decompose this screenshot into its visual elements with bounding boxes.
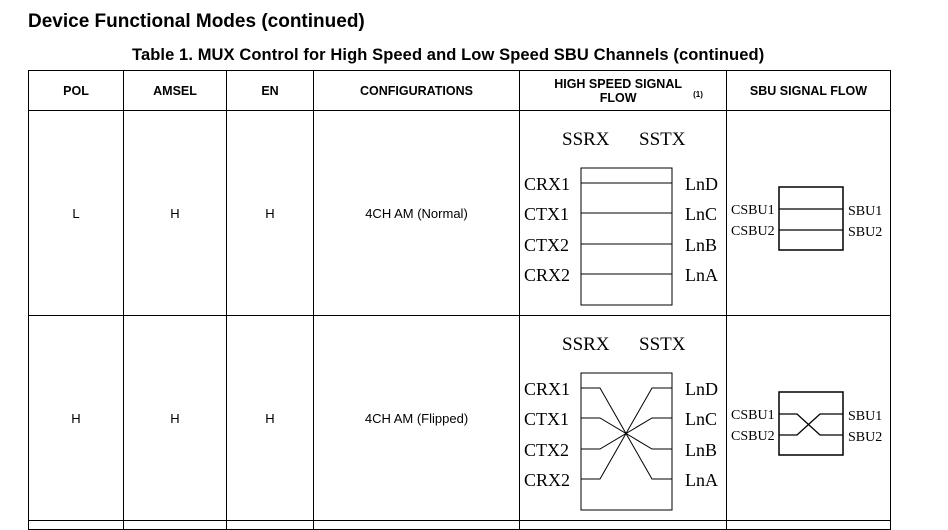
hs-left-label: CTX2 bbox=[524, 440, 569, 460]
sbu-right-label: SBU2 bbox=[848, 225, 882, 240]
header-pol: POL bbox=[28, 70, 124, 111]
table-header-row: POL AMSEL EN CONFIGURATIONS HIGH SPEED S… bbox=[28, 70, 891, 111]
hs-left-label: CTX1 bbox=[524, 204, 569, 224]
sbu-line bbox=[779, 413, 843, 436]
section-title: Device Functional Modes (continued) bbox=[28, 11, 365, 32]
hs-left-label: CTX1 bbox=[524, 409, 569, 429]
sbu-mux-box bbox=[778, 391, 844, 456]
cell-configuration: 4CH AM (Normal) bbox=[313, 110, 520, 316]
cell-en: H bbox=[226, 110, 314, 316]
hs-mux-box bbox=[580, 372, 673, 511]
hs-right-label: LnD bbox=[685, 379, 718, 399]
hs-right-label: LnA bbox=[685, 265, 718, 285]
cell-amsel: H bbox=[123, 110, 227, 316]
hs-right-label: LnC bbox=[685, 409, 717, 429]
cell-amsel: H bbox=[123, 315, 227, 521]
sbu-flow-diagram: CSBU1 CSBU2 SBU1 SBU2 bbox=[731, 186, 882, 251]
sbu-line bbox=[779, 413, 843, 436]
header-hs-flow: HIGH SPEED SIGNAL FLOW (1) bbox=[519, 70, 727, 111]
footnote-marker: (1) bbox=[693, 89, 703, 99]
hs-right-label: LnA bbox=[685, 470, 718, 490]
sbu-mux-box bbox=[778, 186, 844, 251]
hs-flow-cell: SSRX SSTX CRX1 CTX1 CTX2 CRX2 LnD LnC Ln… bbox=[519, 315, 727, 521]
hs-top-right-label: SSTX bbox=[639, 334, 686, 355]
hs-right-label: LnB bbox=[685, 235, 717, 255]
cell-pol: H bbox=[28, 315, 124, 521]
sbu-right-label: SBU2 bbox=[848, 430, 882, 445]
cell-pol: L bbox=[28, 110, 124, 316]
table-title: Table 1. MUX Control for High Speed and … bbox=[132, 46, 765, 64]
cell-configuration: 4CH AM (Flipped) bbox=[313, 315, 520, 521]
table-row: H H H 4CH AM (Flipped) SSRX SSTX CRX1 CT… bbox=[28, 315, 891, 521]
hs-top-left-label: SSRX bbox=[562, 334, 610, 355]
header-amsel: AMSEL bbox=[123, 70, 227, 111]
sbu-right-label: SBU1 bbox=[848, 409, 882, 424]
sbu-flow-cell: CSBU1 CSBU2 SBU1 SBU2 bbox=[726, 110, 891, 316]
hs-flow-diagram: SSRX SSTX CRX1 CTX1 CTX2 CRX2 LnD LnC Ln… bbox=[524, 129, 718, 306]
hs-left-label: CRX2 bbox=[524, 470, 570, 490]
hs-top-right-label: SSTX bbox=[639, 129, 686, 150]
hs-right-label: LnC bbox=[685, 204, 717, 224]
hs-right-label: LnB bbox=[685, 440, 717, 460]
hs-left-label: CRX1 bbox=[524, 174, 570, 194]
hs-left-label: CRX1 bbox=[524, 379, 570, 399]
hs-lane-line bbox=[581, 387, 672, 480]
hs-flow-diagram: SSRX SSTX CRX1 CTX1 CTX2 CRX2 LnD LnC Ln… bbox=[524, 334, 718, 511]
header-sbu-flow: SBU SIGNAL FLOW bbox=[726, 70, 891, 111]
sbu-flow-cell: CSBU1 CSBU2 SBU1 SBU2 bbox=[726, 315, 891, 521]
mux-control-table: POL AMSEL EN CONFIGURATIONS HIGH SPEED S… bbox=[28, 70, 891, 530]
hs-left-label: CTX2 bbox=[524, 235, 569, 255]
table-row-continued bbox=[28, 520, 891, 530]
sbu-left-label: CSBU1 bbox=[731, 408, 775, 423]
hs-mux-box bbox=[580, 167, 673, 306]
sbu-right-label: SBU1 bbox=[848, 204, 882, 219]
sbu-flow-diagram: CSBU1 CSBU2 SBU1 SBU2 bbox=[731, 391, 882, 456]
hs-right-label: LnD bbox=[685, 174, 718, 194]
hs-top-left-label: SSRX bbox=[562, 129, 610, 150]
sbu-left-label: CSBU2 bbox=[731, 429, 775, 444]
cell-en: H bbox=[226, 315, 314, 521]
sbu-left-label: CSBU2 bbox=[731, 224, 775, 239]
hs-left-label: CRX2 bbox=[524, 265, 570, 285]
table-row: L H H 4CH AM (Normal) SSRX SSTX CRX1 CTX… bbox=[28, 110, 891, 316]
header-en: EN bbox=[226, 70, 314, 111]
hs-flow-cell: SSRX SSTX CRX1 CTX1 CTX2 CRX2 LnD LnC Ln… bbox=[519, 110, 727, 316]
header-hs-flow-label: HIGH SPEED SIGNAL FLOW bbox=[554, 76, 682, 105]
header-configurations: CONFIGURATIONS bbox=[313, 70, 520, 111]
sbu-left-label: CSBU1 bbox=[731, 203, 775, 218]
